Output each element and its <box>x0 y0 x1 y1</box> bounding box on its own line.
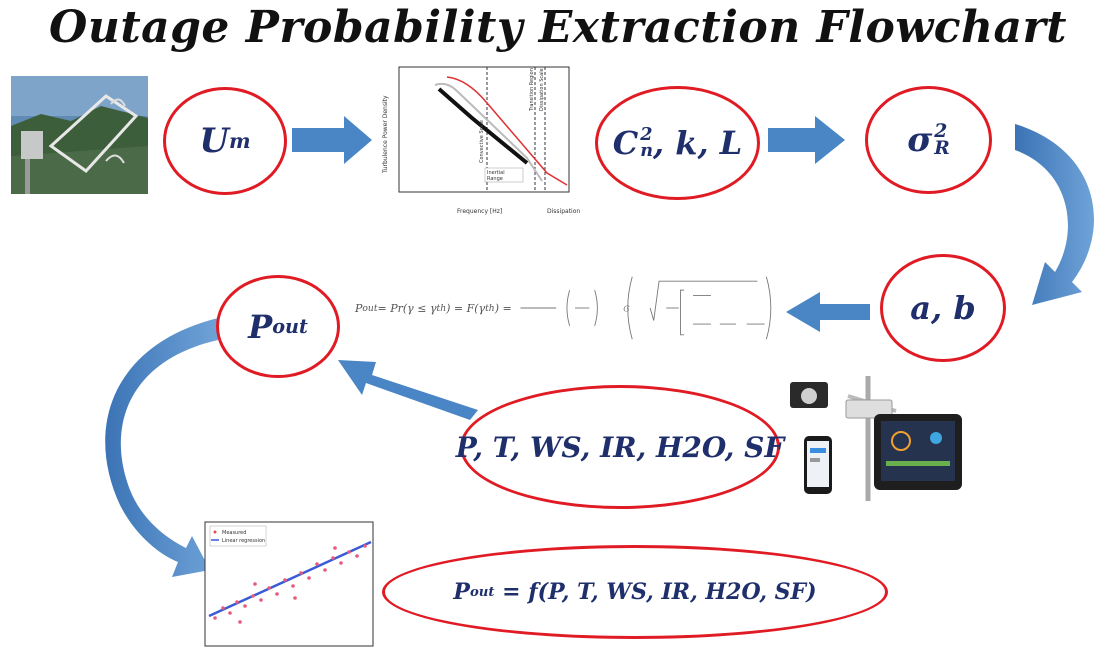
spectrum-ylabel: Turbulence Power Density <box>382 95 389 174</box>
regression-legend-1: Measured <box>222 530 246 536</box>
spectrum-region-1: Convective Scale <box>479 120 485 163</box>
arrow-cn-to-sigma <box>768 116 845 164</box>
arrow-pout-to-regression <box>105 318 218 577</box>
arrow-ab-to-formula <box>786 292 870 332</box>
spectrum-extra-label: Dissipation <box>547 208 580 215</box>
arrow-weather-to-pout <box>338 360 478 420</box>
turbulence-spectrum-plot: Inertial Range Convective Scale Transiti… <box>377 63 592 218</box>
diagram-title: Outage Probability Extraction Flowchart <box>49 2 1067 53</box>
node-ab: a, b <box>880 254 1006 362</box>
anemometer-photo <box>11 76 148 194</box>
spectrum-legend-1: Inertial <box>487 170 505 176</box>
regression-legend-2: Linear regression <box>222 538 265 544</box>
node-weather-params: P, T, WS, IR, H2O, SF <box>456 385 784 509</box>
meijer-g-expression: G <box>520 276 771 340</box>
spectrum-region-3: Dissipation Scale <box>539 68 545 111</box>
spectrum-region-2: Transition Region <box>529 68 535 112</box>
regression-plot: Measured Linear regression <box>195 518 377 654</box>
arrow-um-to-spectrum <box>292 116 372 164</box>
svg-text:G: G <box>623 305 630 314</box>
spectrum-xlabel: Frequency [Hz] <box>457 208 502 215</box>
arrow-sigma-to-ab <box>1015 124 1095 305</box>
spectrum-legend-2: Range <box>487 176 503 182</box>
weather-station-image <box>786 376 966 506</box>
